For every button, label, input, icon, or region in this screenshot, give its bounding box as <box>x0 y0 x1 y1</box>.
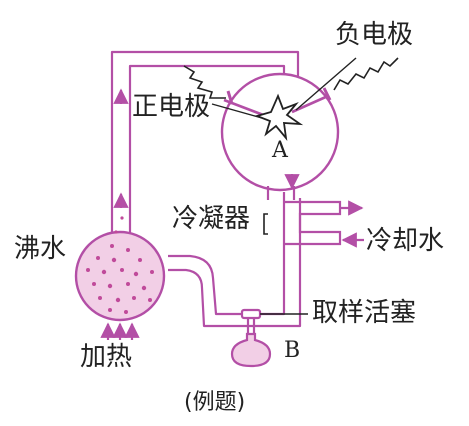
heating-label: 加热 <box>80 342 133 372</box>
pointer-positive <box>211 103 263 119</box>
flask-b <box>230 332 272 368</box>
tube-lower-right <box>168 192 286 316</box>
boiling-water-label: 沸水 <box>14 234 67 264</box>
positive-electrode-label: 正电极 <box>132 92 211 122</box>
tube-outer-left <box>110 50 300 240</box>
condenser-label: 冷凝器 <box>172 204 251 234</box>
negative-electrode-label: 负电极 <box>335 20 414 50</box>
cooling-water-label: 冷却水 <box>366 226 445 256</box>
wire-left <box>183 65 226 99</box>
flask-b-label: B <box>284 338 301 363</box>
electrodes <box>223 87 332 118</box>
bubbles <box>86 202 154 314</box>
flask-a <box>220 72 340 200</box>
boiling-flask <box>74 202 166 322</box>
caption: (例题) <box>184 390 246 415</box>
negative-electrode-rod <box>291 94 329 114</box>
flow-arrows <box>113 88 300 208</box>
flask-a-label: A <box>272 138 288 163</box>
sampling-valve <box>240 308 262 334</box>
heat-arrows <box>100 322 140 340</box>
wire-right <box>333 57 399 91</box>
condenser <box>263 200 342 246</box>
pointer-negative <box>295 57 357 111</box>
tube-lower-right-inner <box>168 198 302 328</box>
sampling-valve-label: 取样活塞 <box>312 298 417 328</box>
